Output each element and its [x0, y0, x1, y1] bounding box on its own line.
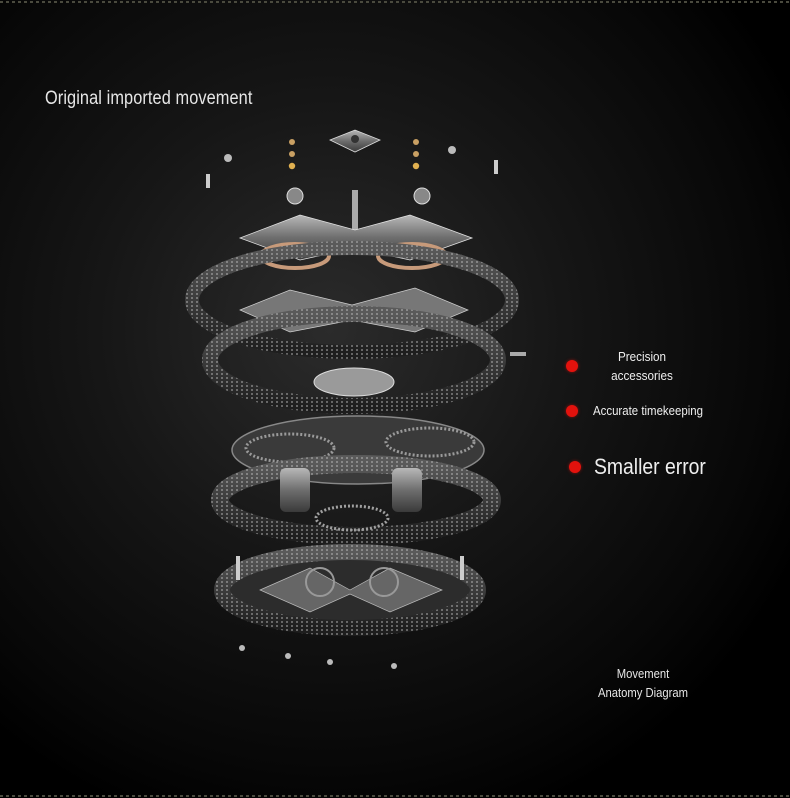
red-dot-icon	[566, 360, 578, 372]
red-dot-icon	[569, 461, 581, 473]
red-dot-icon	[566, 404, 578, 417]
base-plate	[214, 544, 486, 669]
main-plate	[202, 306, 526, 414]
feature-precision-accessories: Precision accessories	[566, 347, 680, 385]
headline: Original imported movement	[45, 88, 253, 109]
feature-label: Precision accessories	[611, 349, 673, 383]
feature-accurate-timekeeping: Accurate timekeeping	[566, 403, 718, 418]
top-bridge-group	[206, 129, 498, 230]
top-divider	[0, 1, 790, 3]
exploded-movement-illustration	[185, 129, 526, 669]
feature-smaller-error: Smaller error	[569, 454, 721, 480]
bottom-divider	[0, 795, 790, 797]
lower-plate	[211, 455, 501, 545]
diagram-caption: Movement Anatomy Diagram	[597, 667, 689, 700]
feature-label: Smaller error	[594, 454, 706, 479]
feature-label: Accurate timekeeping	[593, 403, 704, 418]
